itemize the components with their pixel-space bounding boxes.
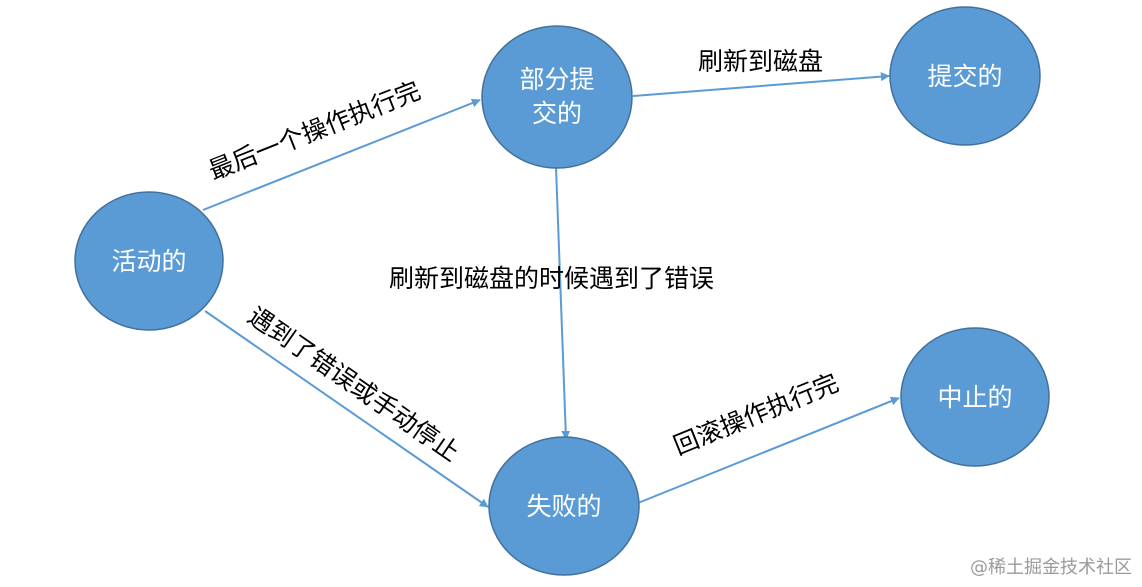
node-partially-committed: 部分提 交的 <box>481 25 633 169</box>
edge-label-active-to-failed: 遇到了错误或手动停止 <box>243 301 465 467</box>
node-label-partially-committed-line1: 部分提 <box>519 65 594 94</box>
edge-partial-to-committed <box>632 72 890 97</box>
node-aborted: 中止的 <box>900 327 1050 467</box>
edge-failed-to-aborted <box>637 396 900 504</box>
edge-partial-to-failed <box>555 166 571 440</box>
node-label-failed: 失败的 <box>526 492 601 521</box>
edge-label-active-to-partial: 最后一个操作执行完 <box>205 76 425 186</box>
watermark: @稀土掘金技术社区 <box>970 557 1132 578</box>
edge-label-failed-to-aborted: 回滚操作执行完 <box>669 368 842 460</box>
node-active: 活动的 <box>74 191 224 331</box>
edge-active-to-failed <box>204 310 489 508</box>
edge-label-partial-to-committed: 刷新到磁盘 <box>698 47 823 76</box>
node-committed: 提交的 <box>889 6 1041 146</box>
node-label-aborted: 中止的 <box>937 383 1012 412</box>
node-label-committed: 提交的 <box>927 62 1002 91</box>
node-failed: 失败的 <box>488 436 640 576</box>
edge-label-partial-to-failed: 刷新到磁盘的时候遇到了错误 <box>389 264 714 293</box>
node-label-active: 活动的 <box>111 247 186 276</box>
edge-active-to-partial <box>202 98 481 211</box>
node-label-partially-committed-line2: 交的 <box>532 99 582 128</box>
